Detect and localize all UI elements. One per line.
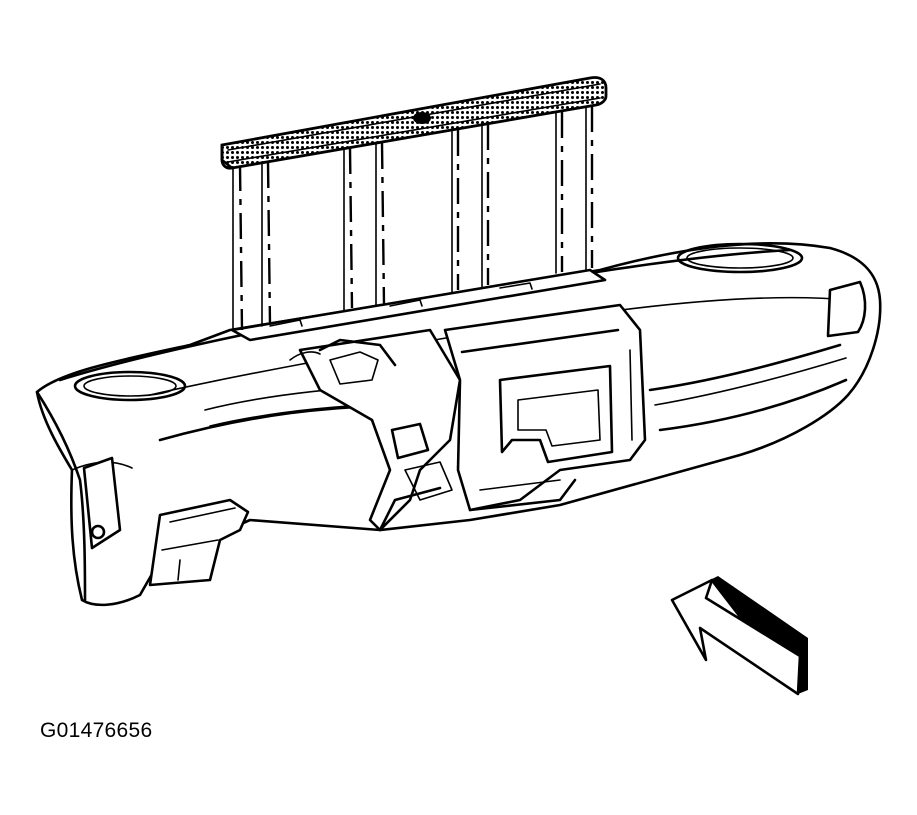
- left-side-vent: [82, 456, 122, 550]
- steering-column-area: [289, 328, 462, 532]
- alignment-guides: [232, 99, 594, 331]
- left-lower-bracket: [148, 498, 250, 587]
- defrost-grille-panel: [220, 76, 608, 170]
- defrost-slot: [230, 268, 607, 342]
- left-speaker-opening: [73, 370, 187, 402]
- right-side-vent: [826, 280, 867, 338]
- view-arrow-icon: [670, 576, 808, 696]
- center-stack: [443, 303, 647, 512]
- figure-id-label: G01476656: [40, 719, 153, 742]
- right-speaker-opening: [676, 242, 804, 274]
